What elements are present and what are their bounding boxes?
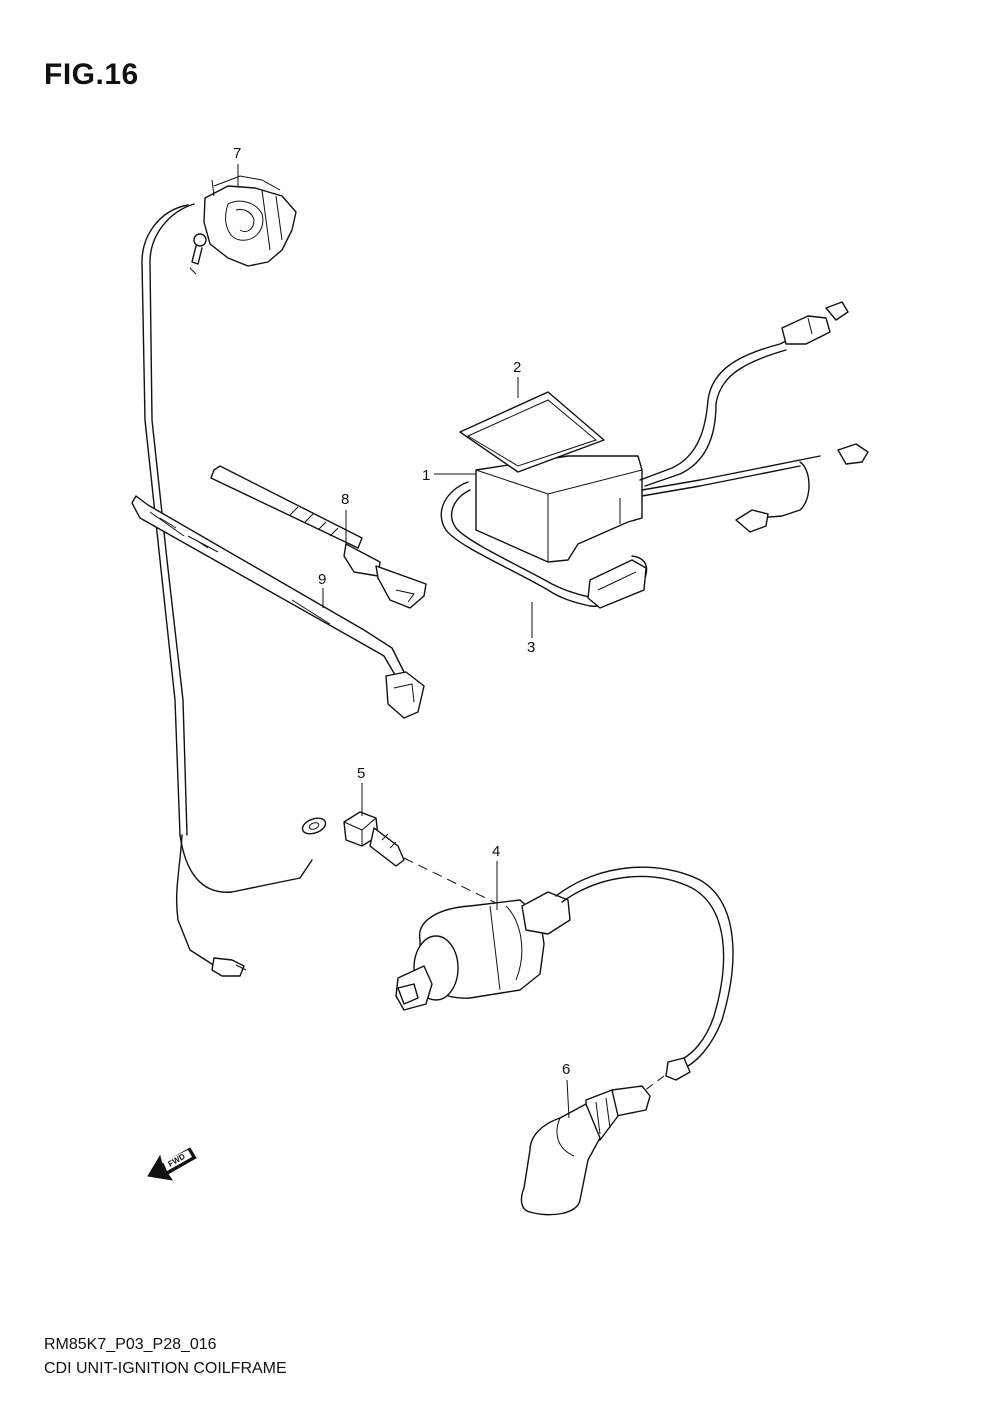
strap-part-9 (131, 495, 425, 719)
callout-1: 1 (422, 467, 430, 484)
cushion-part-2 (459, 391, 605, 473)
ignition-coil-part-4 (395, 866, 734, 1095)
callout-2: 2 (513, 359, 521, 376)
leader-lines (237, 164, 570, 1119)
figure-title: FIG.16 (44, 58, 139, 91)
callout-7: 7 (233, 145, 241, 162)
cdi-holder-part-3 (440, 481, 648, 609)
callout-labels: 7 2 1 8 9 3 5 4 6 (233, 145, 570, 1078)
bolt-part-5 (343, 811, 501, 906)
callout-6: 6 (562, 1061, 570, 1078)
callout-8: 8 (341, 491, 349, 508)
pickup-coil-part-7 (141, 175, 327, 977)
clamp-part-8 (210, 465, 427, 609)
callout-5: 5 (357, 765, 365, 782)
drawing-title: CDI UNIT-IGNITION COILFRAME (44, 1360, 287, 1377)
callout-4: 4 (492, 843, 500, 860)
drawing-code: RM85K7_P03_P28_016 (44, 1336, 217, 1353)
cdi-unit-part-1 (475, 301, 869, 563)
callout-9: 9 (318, 571, 326, 588)
forward-arrow-icon: FWD (147, 1147, 197, 1181)
callout-3: 3 (527, 639, 535, 656)
plug-cap-part-6 (520, 1085, 651, 1216)
